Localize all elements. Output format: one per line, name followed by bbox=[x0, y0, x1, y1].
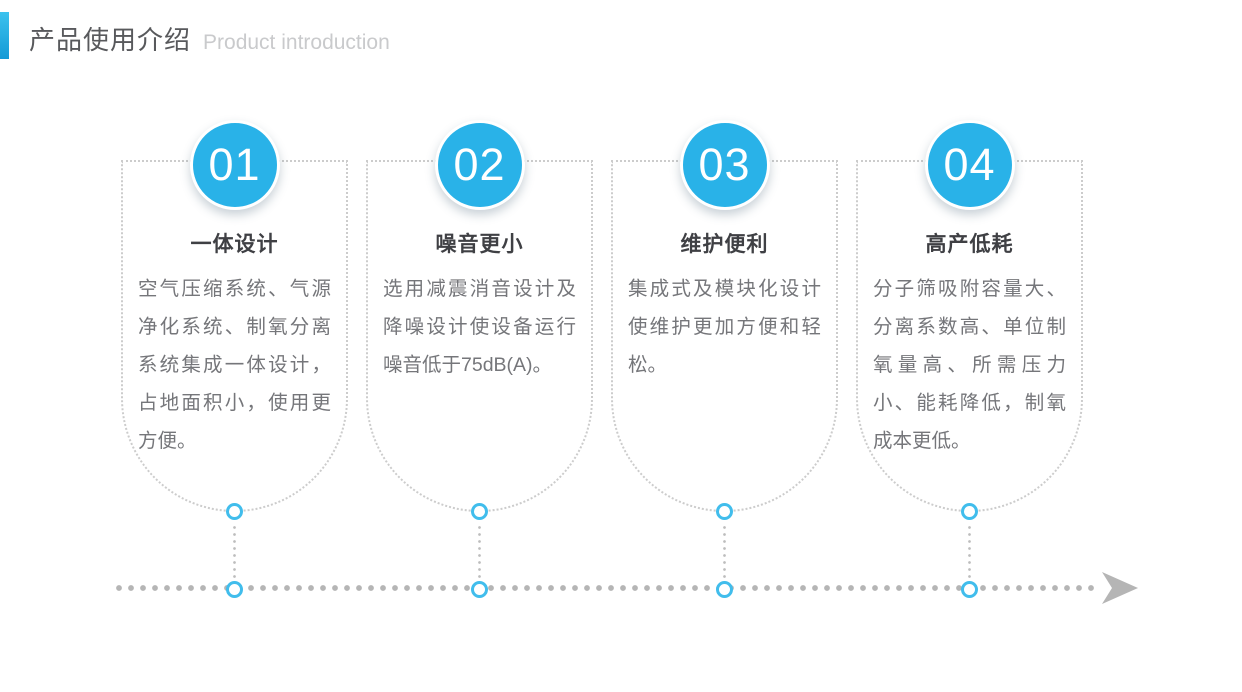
step-number-badge: 03 bbox=[679, 120, 770, 210]
feature-card-3: 03 维护便利 集成式及模块化设计使维护更加方便和轻松。 bbox=[611, 120, 838, 598]
step-number: 04 bbox=[943, 139, 996, 190]
dotted-connector bbox=[968, 524, 971, 580]
card-title: 噪音更小 bbox=[435, 233, 524, 256]
feature-card-2: 02 噪音更小 选用减震消音设计及降噪设计使设备运行噪音低于75dB(A)。 bbox=[366, 120, 593, 598]
step-number: 02 bbox=[453, 139, 506, 190]
dotted-connector bbox=[723, 524, 726, 580]
page-subtitle: Product introduction bbox=[203, 31, 390, 54]
card-title: 高产低耗 bbox=[925, 233, 1014, 256]
card-body: 集成式及模块化设计使维护更加方便和轻松。 bbox=[628, 278, 821, 376]
page-title: 产品使用介绍 bbox=[29, 25, 192, 55]
card-body: 空气压缩系统、气源净化系统、制氧分离系统集成一体设计，占地面积小，使用更方便。 bbox=[138, 278, 331, 452]
dotted-connector bbox=[478, 524, 481, 580]
timeline-node-icon bbox=[716, 581, 733, 598]
card-title: 维护便利 bbox=[680, 233, 769, 256]
timeline-node-icon bbox=[226, 581, 243, 598]
timeline-dotted-line bbox=[113, 584, 1098, 592]
step-number: 01 bbox=[208, 139, 261, 190]
step-number-badge: 01 bbox=[189, 120, 280, 210]
card-body: 分子筛吸附容量大、分离系数高、单位制氧量高、所需压力小、能耗降低，制氧成本更低。 bbox=[873, 278, 1066, 452]
feature-card-1: 01 一体设计 空气压缩系统、气源净化系统、制氧分离系统集成一体设计，占地面积小… bbox=[121, 120, 348, 598]
slide-header: 产品使用介绍 Product introduction bbox=[0, 0, 1242, 70]
card-title: 一体设计 bbox=[190, 233, 279, 256]
card-tip-node-icon bbox=[716, 503, 733, 520]
step-number: 03 bbox=[698, 139, 751, 190]
card-tip-node-icon bbox=[961, 503, 978, 520]
step-number-badge: 04 bbox=[924, 120, 1015, 210]
feature-card-4: 04 高产低耗 分子筛吸附容量大、分离系数高、单位制氧量高、所需压力小、能耗降低… bbox=[856, 120, 1083, 598]
step-number-badge: 02 bbox=[434, 120, 525, 210]
header-title-row: 产品使用介绍 Product introduction bbox=[29, 20, 390, 57]
dotted-connector bbox=[233, 524, 236, 580]
arrow-right-icon bbox=[1102, 572, 1138, 604]
timeline-node-icon bbox=[961, 581, 978, 598]
card-body: 选用减震消音设计及降噪设计使设备运行噪音低于75dB(A)。 bbox=[383, 278, 576, 376]
card-tip-node-icon bbox=[471, 503, 488, 520]
card-tip-node-icon bbox=[226, 503, 243, 520]
timeline-node-icon bbox=[471, 581, 488, 598]
header-accent-bar bbox=[0, 12, 9, 59]
